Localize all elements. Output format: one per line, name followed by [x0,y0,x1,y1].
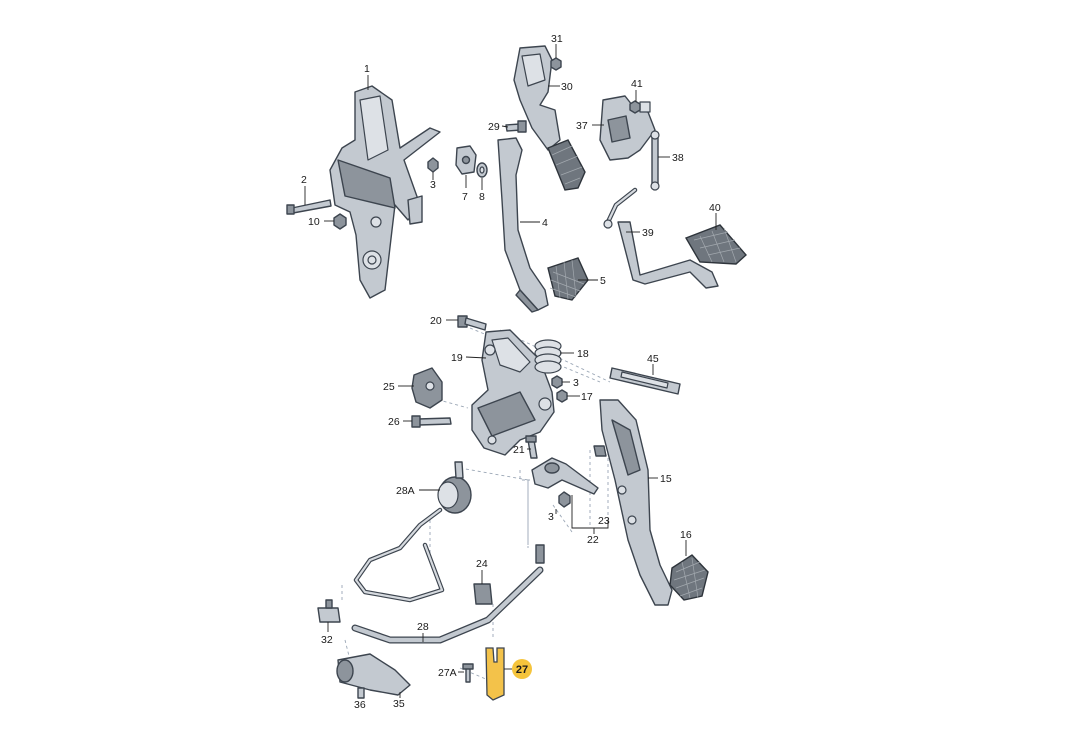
callout-32[interactable]: 32 [321,634,333,646]
bolt-part-29[interactable] [505,120,527,133]
highlight-marker [512,659,532,679]
nut-part-31[interactable] [550,57,562,71]
pin-part-26[interactable] [411,415,452,428]
nut-part-17[interactable] [556,389,568,403]
bearing-block-part-25[interactable] [411,367,443,409]
bolt-part-2[interactable] [286,199,332,215]
callout-20[interactable]: 20 [430,315,442,327]
bolt-part-20[interactable] [457,315,487,331]
accelerator-module-part-30[interactable] [513,45,586,191]
callout-21[interactable]: 21 [513,444,525,456]
callout-15[interactable]: 15 [660,473,672,485]
callout-3-middle[interactable]: 3 [573,377,579,389]
master-cylinder-part-22[interactable] [531,457,599,495]
clutch-pedal-part-15[interactable] [599,399,673,606]
callout-5[interactable]: 5 [600,275,606,287]
callout-24[interactable]: 24 [476,558,488,570]
washer-part-8[interactable] [476,162,488,178]
callout-41[interactable]: 41 [631,78,643,90]
callout-40[interactable]: 40 [709,202,721,214]
hose-part-28[interactable] [351,544,545,644]
callout-37[interactable]: 37 [576,120,588,132]
nut-part-10[interactable] [333,213,347,230]
callout-19[interactable]: 19 [451,352,463,364]
callout-28a[interactable]: 28A [396,485,415,497]
callout-30[interactable]: 30 [561,81,573,93]
slave-cylinder-part-35[interactable] [336,653,411,696]
callout-labels: 1 2 3 7 8 4 5 10 29 30 31 37 38 39 40 41… [301,33,721,711]
retaining-fork-part-27[interactable] [485,647,505,701]
callout-27-highlighted[interactable]: 27 [512,659,532,679]
bolt-part-21[interactable] [525,435,538,459]
callout-23[interactable]: 23 [598,515,610,527]
release-bearing-part-28a[interactable] [437,461,472,514]
nut-part-3-lower[interactable] [558,491,571,508]
screw-part-27a[interactable] [462,663,474,683]
nut-part-3-upper[interactable] [427,157,439,173]
callout-27: 27 [516,664,528,676]
callout-38[interactable]: 38 [672,152,684,164]
callout-8[interactable]: 8 [479,191,485,203]
callout-39[interactable]: 39 [642,227,654,239]
rod-part-38[interactable] [650,130,660,191]
callout-7[interactable]: 7 [462,191,468,203]
clip-part-7[interactable] [455,145,477,175]
pedal-pad-part-16[interactable] [669,554,709,601]
pedal-pad-part-5[interactable] [547,257,589,301]
callout-45[interactable]: 45 [647,353,659,365]
callout-2[interactable]: 2 [301,174,307,186]
callout-35[interactable]: 35 [393,698,405,710]
callout-18[interactable]: 18 [577,348,589,360]
bolt-part-36[interactable] [357,687,365,699]
callout-1[interactable]: 1 [364,63,370,75]
rail-part-45[interactable] [609,367,681,395]
callout-17[interactable]: 17 [581,391,593,403]
callout-31[interactable]: 31 [551,33,563,45]
pedal-pad-part-40[interactable] [684,224,747,265]
bracket-part-37[interactable] [599,95,656,161]
callout-28[interactable]: 28 [417,621,429,633]
spring-part-18[interactable] [534,339,562,374]
bleed-line-part-28a[interactable] [353,507,445,603]
callout-36[interactable]: 36 [354,699,366,711]
callout-3-upper[interactable]: 3 [430,179,436,191]
callout-29[interactable]: 29 [488,121,500,133]
callout-25[interactable]: 25 [383,381,395,393]
nut-part-3-middle[interactable] [551,375,563,389]
callout-10[interactable]: 10 [308,216,320,228]
callout-16[interactable]: 16 [680,529,692,541]
housing-part-19[interactable] [471,329,555,456]
callout-22[interactable]: 22 [587,534,599,546]
callout-4[interactable]: 4 [542,217,548,229]
pedal-shaft-part-39[interactable] [603,187,719,289]
callout-26[interactable]: 26 [388,416,400,428]
clip-part-23[interactable] [593,445,607,457]
holder-part-24[interactable] [473,583,493,605]
callout-27a[interactable]: 27A [438,667,457,679]
fitting-part-32[interactable] [317,599,341,623]
callout-3-lower[interactable]: 3 [548,511,554,523]
pedal-bracket-part-1[interactable] [329,85,441,299]
pedal-arm-part-4[interactable] [497,137,549,313]
leader-lines [304,44,717,698]
nut-part-41[interactable] [629,100,641,114]
